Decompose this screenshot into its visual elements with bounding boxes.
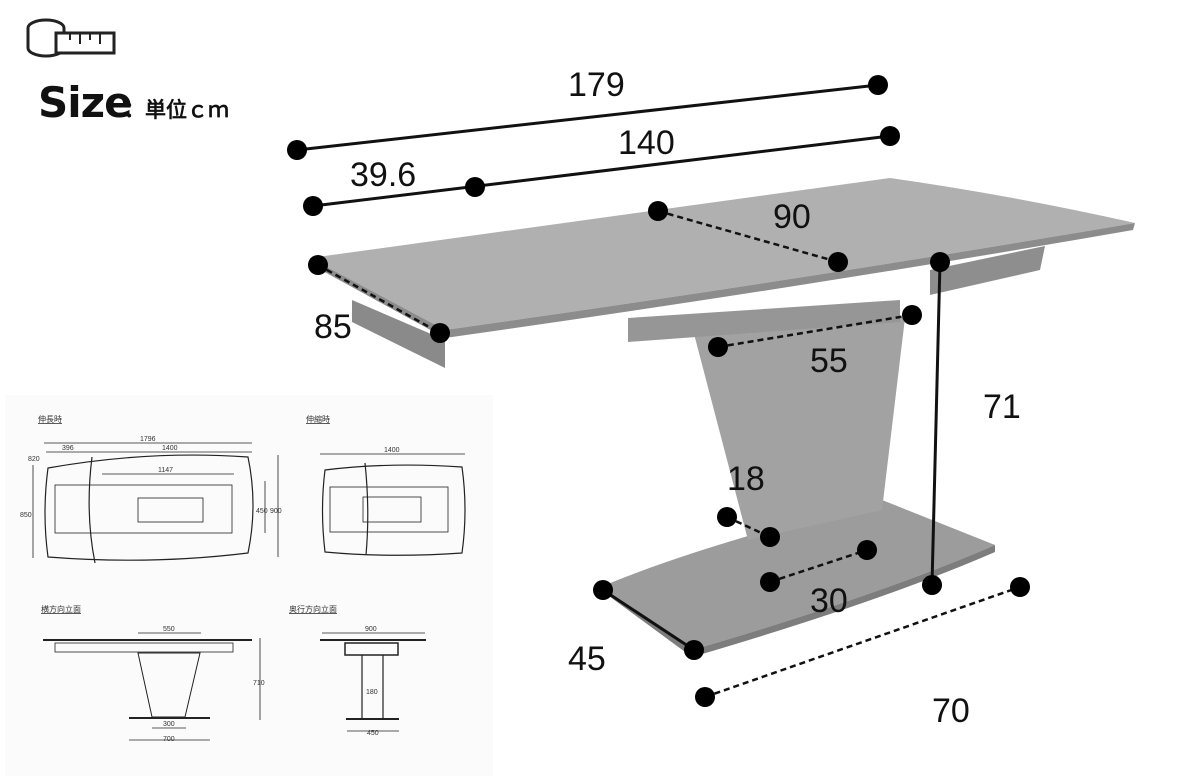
dimension-label: 1147 <box>158 467 173 474</box>
label-side-elevation: 横方向立面 <box>41 604 81 614</box>
dim-base-width: 70 <box>932 692 970 730</box>
dimension-label: 396 <box>62 445 74 452</box>
label-front-elevation: 奥行方向立面 <box>289 604 337 614</box>
dimension-label: 1796 <box>140 436 156 443</box>
dimension-label: 710 <box>253 680 265 687</box>
dim-table-length: 140 <box>618 124 675 162</box>
dim-pillar-base: 30 <box>810 582 848 620</box>
dimension-label: 450 <box>256 508 268 515</box>
unit-label: ：単位ｃｍ <box>124 98 229 122</box>
table-top <box>310 178 1135 330</box>
dim-pillar-width: 18 <box>727 460 765 498</box>
label-extended: 伸長時 <box>38 414 62 424</box>
dim-extension-depth: 85 <box>314 308 352 346</box>
dimension-dots <box>287 75 1030 707</box>
dimension-label: 820 <box>28 456 40 463</box>
tape-measure-icon <box>26 18 116 58</box>
dimension-label: 180 <box>366 689 378 696</box>
technical-drawings: 伸長時 伸縮時 横方向立面 奥行方向立面 1796 396 1400 1147 … <box>5 395 493 776</box>
dimension-label: 900 <box>365 626 377 633</box>
dim-depth: 90 <box>773 198 811 236</box>
dimension-label: 850 <box>20 512 32 519</box>
dim-frame-width: 55 <box>810 342 848 380</box>
dim-height: 71 <box>983 388 1021 426</box>
dim-base-depth: 45 <box>568 640 606 678</box>
table-pedestal <box>693 318 905 540</box>
label-retracted: 伸縮時 <box>306 414 330 424</box>
dimension-label: 1400 <box>162 445 178 452</box>
dimension-label: 450 <box>367 730 379 737</box>
dim-extension-length: 39.6 <box>350 156 417 194</box>
dim-total-length: 179 <box>568 66 625 104</box>
table-base <box>598 500 995 650</box>
dimension-label: 700 <box>163 736 175 743</box>
dimension-label: 550 <box>163 626 175 633</box>
dimension-label: 900 <box>270 508 282 515</box>
page-title: Size <box>38 78 133 127</box>
dimension-label: 1400 <box>384 447 400 454</box>
dimension-label: 300 <box>163 721 175 728</box>
